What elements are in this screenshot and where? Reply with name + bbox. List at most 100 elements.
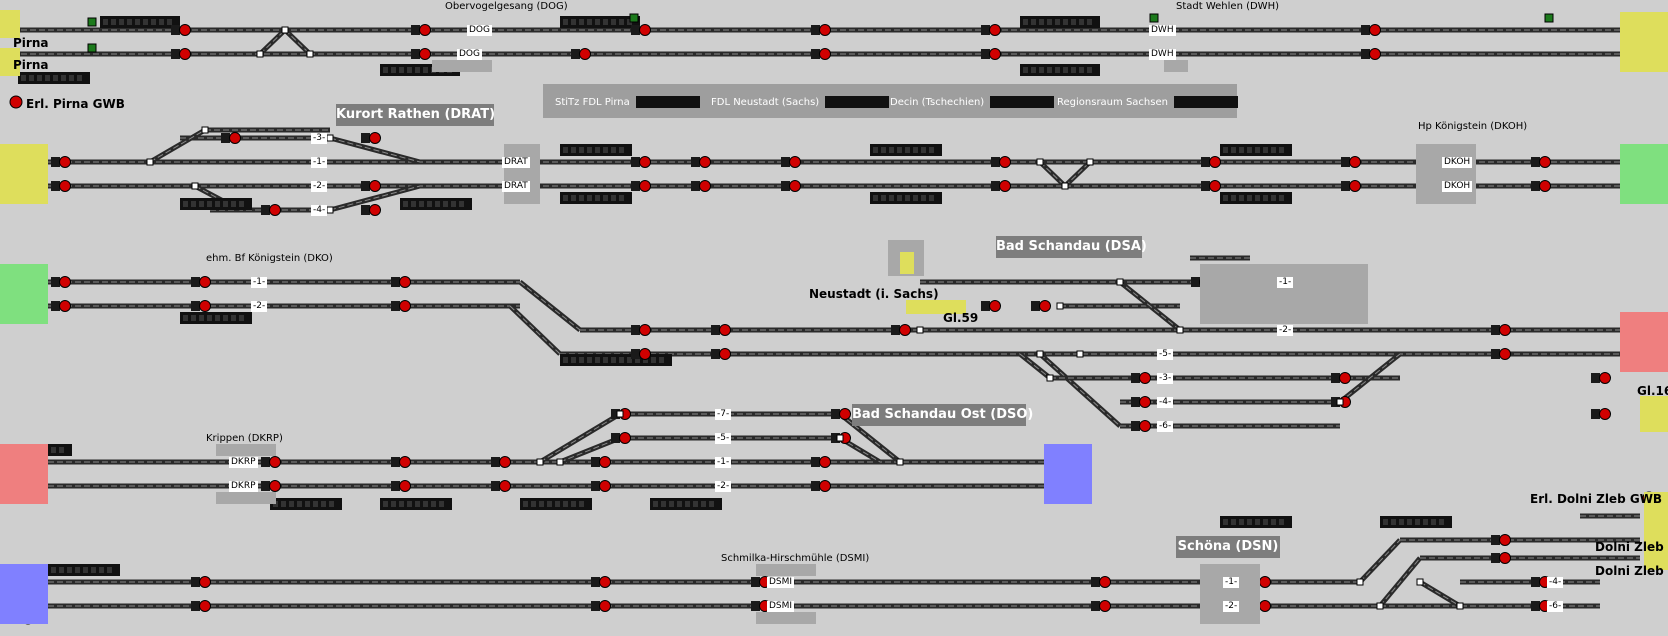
switch-point[interactable] <box>326 134 334 142</box>
switch-point[interactable] <box>256 50 264 58</box>
switch-point[interactable] <box>146 158 154 166</box>
shunt-signal-icon[interactable] <box>1544 13 1554 23</box>
zone-dolni-zleb[interactable] <box>1644 492 1668 570</box>
signal-lamp[interactable] <box>59 180 71 192</box>
track-number-dsn-2[interactable]: -2- <box>1223 601 1240 612</box>
signal-lamp[interactable] <box>619 432 631 444</box>
signal-lamp[interactable] <box>989 24 1001 36</box>
switch-point[interactable] <box>306 50 314 58</box>
switch-point[interactable] <box>1046 374 1054 382</box>
signal-lamp[interactable] <box>1499 552 1511 564</box>
signal-lamp[interactable] <box>1599 372 1611 384</box>
signal-lamp[interactable] <box>789 156 801 168</box>
signal-lamp[interactable] <box>639 180 651 192</box>
track-number-drat-1[interactable]: -1- <box>311 157 328 168</box>
track-tag-dkoh-1[interactable]: DKOH <box>1442 157 1473 168</box>
signal-lamp[interactable] <box>369 180 381 192</box>
shunt-signal-icon[interactable] <box>629 13 639 23</box>
signal-lamp[interactable] <box>199 576 211 588</box>
display-decin[interactable]: Decin (Tschechien) <box>890 96 1055 109</box>
track-tag-dsmi-1[interactable]: DSMI <box>767 577 795 588</box>
signal-lamp[interactable] <box>1339 372 1351 384</box>
shunt-signal-icon[interactable] <box>87 43 97 53</box>
signal-lamp[interactable] <box>719 348 731 360</box>
signal-lamp[interactable] <box>989 48 1001 60</box>
zone-dsa-east[interactable] <box>1620 312 1668 372</box>
switch-point[interactable] <box>281 26 289 34</box>
signal-lamp[interactable] <box>699 156 711 168</box>
switch-point[interactable] <box>1056 302 1064 310</box>
track-tag-dog-2[interactable]: DOG <box>457 49 482 60</box>
switch-point[interactable] <box>1376 602 1384 610</box>
switch-point[interactable] <box>326 206 334 214</box>
switch-point[interactable] <box>616 410 624 418</box>
switch-point[interactable] <box>1356 578 1364 586</box>
signal-lamp[interactable] <box>1139 396 1151 408</box>
switch-point[interactable] <box>536 458 544 466</box>
signal-lamp[interactable] <box>269 456 281 468</box>
track-number-dsa-2[interactable]: -2- <box>1277 325 1294 336</box>
switch-point[interactable] <box>1061 182 1069 190</box>
signal-lamp[interactable] <box>269 204 281 216</box>
signal-lamp[interactable] <box>1369 48 1381 60</box>
zone-drat-west[interactable] <box>0 144 48 204</box>
signal-lamp[interactable] <box>1209 156 1221 168</box>
track-number-dsn-1[interactable]: -1- <box>1223 577 1240 588</box>
signal-lamp[interactable] <box>369 204 381 216</box>
display-regionsraum[interactable]: Regionsraum Sachsen <box>1057 96 1238 109</box>
track-tag-dkrp-1[interactable]: DKRP <box>229 457 258 468</box>
track-tag-dwh-1[interactable]: DWH <box>1149 25 1176 36</box>
switch-point[interactable] <box>1076 350 1084 358</box>
signal-lamp[interactable] <box>719 324 731 336</box>
signal-lamp[interactable] <box>599 600 611 612</box>
track-number-dsa-3[interactable]: -3- <box>1157 373 1174 384</box>
track-number-dsa-4[interactable]: -4- <box>1157 397 1174 408</box>
zone-dkoh-east[interactable] <box>1620 144 1668 204</box>
signal-lamp[interactable] <box>59 300 71 312</box>
signal-lamp[interactable] <box>199 600 211 612</box>
zone-dwh-east[interactable] <box>1620 12 1668 72</box>
signal-lamp[interactable] <box>579 48 591 60</box>
switch-point[interactable] <box>836 434 844 442</box>
signal-lamp[interactable] <box>179 24 191 36</box>
signal-lamp[interactable] <box>399 456 411 468</box>
track-tag-dkoh-2[interactable]: DKOH <box>1442 181 1473 192</box>
track-number-dsn-6[interactable]: -6- <box>1547 601 1564 612</box>
signal-lamp[interactable] <box>599 456 611 468</box>
signal-lamp[interactable] <box>1099 576 1111 588</box>
switch-point[interactable] <box>556 458 564 466</box>
zone-dsmi-west[interactable] <box>0 564 48 624</box>
signal-lamp[interactable] <box>599 576 611 588</box>
signal-lamp[interactable] <box>1539 180 1551 192</box>
track-number-dso-1[interactable]: -1- <box>715 457 732 468</box>
zone-gl16[interactable] <box>1640 396 1668 432</box>
signal-lamp[interactable] <box>789 180 801 192</box>
track-tag-dog-1[interactable]: DOG <box>467 25 492 36</box>
track-tag-dkrp-2[interactable]: DKRP <box>229 481 258 492</box>
signal-lamp[interactable] <box>1499 348 1511 360</box>
signal-lamp[interactable] <box>839 408 851 420</box>
signal-lamp[interactable] <box>369 132 381 144</box>
signal-lamp[interactable] <box>179 48 191 60</box>
switch-point[interactable] <box>1036 350 1044 358</box>
zone-dko-west[interactable] <box>0 264 48 324</box>
zone-dso-east[interactable] <box>1044 444 1092 504</box>
track-number-dso-2[interactable]: -2- <box>715 481 732 492</box>
signal-lamp[interactable] <box>419 48 431 60</box>
track-number-drat-4[interactable]: -4- <box>311 205 328 216</box>
signal-lamp[interactable] <box>399 276 411 288</box>
signal-lamp[interactable] <box>639 156 651 168</box>
track-number-dsn-4[interactable]: -4- <box>1547 577 1564 588</box>
signal-lamp[interactable] <box>1209 180 1221 192</box>
display-fdl-neustadt[interactable]: FDL Neustadt (Sachs) <box>711 96 890 109</box>
switch-point[interactable] <box>896 458 904 466</box>
track-tag-dsmi-2[interactable]: DSMI <box>767 601 795 612</box>
track-number-dso-5[interactable]: -5- <box>715 433 732 444</box>
track-number-dsa-6[interactable]: -6- <box>1157 421 1174 432</box>
signal-lamp[interactable] <box>1539 156 1551 168</box>
switch-point[interactable] <box>201 126 209 134</box>
zone-pirna-top[interactable] <box>0 10 20 38</box>
switch-point[interactable] <box>1036 158 1044 166</box>
zone-neustadt-yellow[interactable] <box>900 252 914 274</box>
signal-lamp[interactable] <box>1139 372 1151 384</box>
